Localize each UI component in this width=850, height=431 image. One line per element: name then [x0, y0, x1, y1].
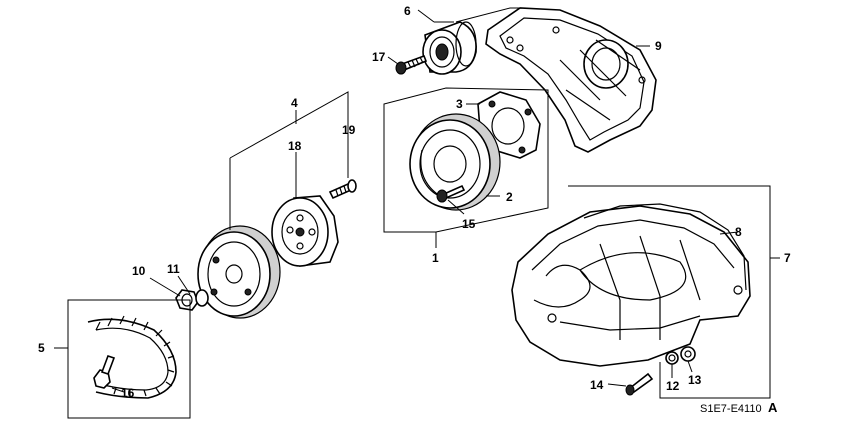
callout-12: 12	[666, 379, 680, 393]
callout-19: 19	[342, 123, 356, 137]
drawing-code-suffix: A	[768, 400, 778, 415]
callout-3: 3	[456, 97, 463, 111]
leader-lines	[54, 7, 780, 419]
callout-10: 10	[132, 264, 146, 278]
bolt-17	[395, 54, 428, 75]
callout-6: 6	[404, 4, 411, 18]
callout-16: 16	[121, 386, 135, 400]
bolt-16	[93, 354, 116, 389]
callout-4: 4	[291, 96, 298, 110]
cam-pulley-assembly	[409, 91, 541, 211]
drawing-code: S1E7-E4110 A	[700, 400, 778, 415]
callout-7: 7	[784, 251, 791, 265]
callout-2: 2	[506, 190, 513, 204]
upper-timing-cover	[485, 7, 657, 153]
callout-14: 14	[590, 378, 604, 392]
callout-8: 8	[735, 225, 742, 239]
drawing-code-text: S1E7-E4110	[700, 403, 762, 415]
lower-timing-cover	[511, 203, 751, 367]
callout-1: 1	[432, 251, 439, 265]
callout-15: 15	[462, 217, 476, 231]
callout-18: 18	[288, 139, 302, 153]
callout-13: 13	[688, 373, 702, 387]
bolt-19	[328, 179, 357, 200]
callout-5: 5	[38, 341, 45, 355]
crank-pulley	[197, 225, 281, 319]
tensioner-bearing	[422, 21, 477, 75]
callout-11: 11	[167, 262, 180, 276]
bolt-14	[625, 372, 654, 396]
callout-17: 17	[372, 50, 386, 64]
idler-pulley	[271, 195, 339, 267]
callout-9: 9	[655, 39, 662, 53]
callout-labels: 6 17 9 3 4 19 18 2 15 1 8 7 10 11 5 16 1…	[38, 4, 791, 400]
